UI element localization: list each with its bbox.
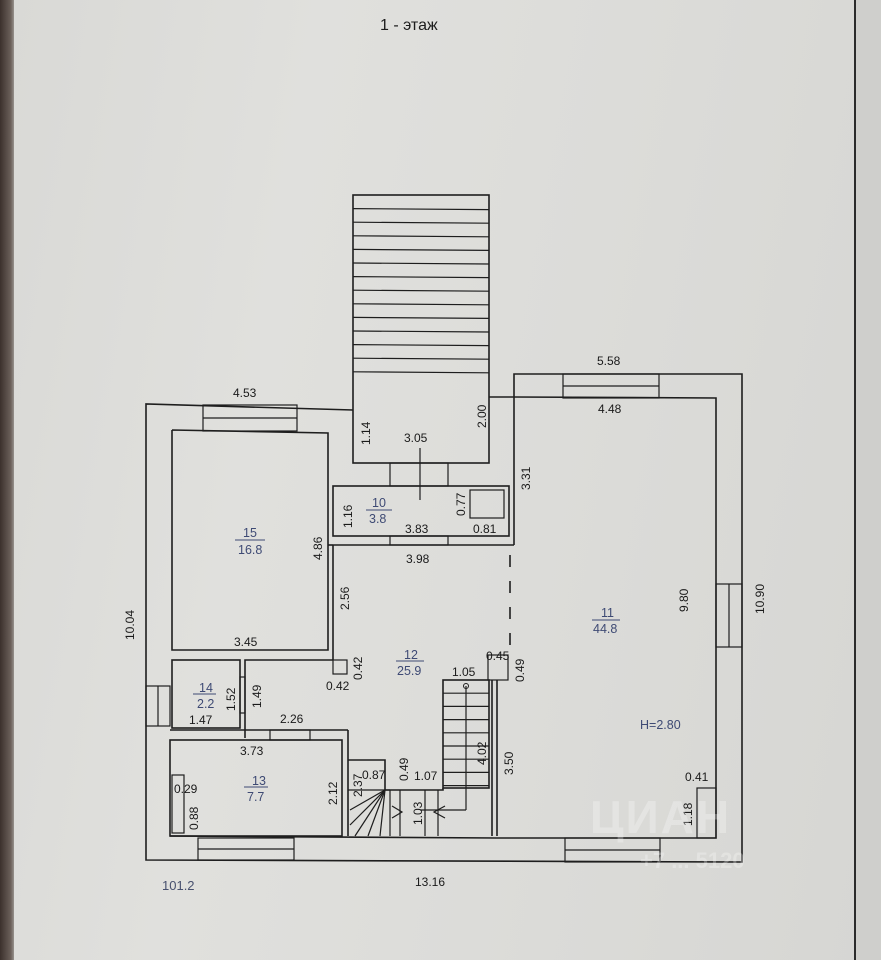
dim-label: 13.16 [415, 875, 445, 889]
svg-text:25.9: 25.9 [397, 664, 421, 678]
dim-label: 1.03 [411, 801, 425, 825]
dim-label: 0.87 [362, 768, 386, 782]
total-area: 101.2 [162, 878, 195, 893]
dim-label: 9.80 [677, 588, 691, 612]
dim-label: 1.16 [341, 504, 355, 528]
watermark-logo: ЦИАН [590, 791, 732, 843]
dim-label: 1.05 [452, 665, 476, 679]
porch-stairs [352, 194, 490, 464]
dim-label: 1.47 [189, 713, 213, 727]
dim-label: 3.73 [240, 744, 264, 758]
dim-label: 10.04 [123, 610, 137, 640]
porch-step-line [352, 371, 490, 374]
dim-label: 3.50 [502, 751, 516, 775]
dim-label: 0.49 [397, 757, 411, 781]
dim-label: 3.83 [405, 522, 429, 536]
dim-label: 0.42 [351, 656, 365, 680]
room-10-walls [328, 397, 515, 660]
dim-label: 2.12 [326, 781, 340, 805]
svg-text:12: 12 [404, 648, 418, 662]
dim-label: 0.45 [486, 649, 510, 663]
svg-text:14: 14 [199, 681, 213, 695]
porch-step-line [352, 208, 490, 211]
dim-label: 4.86 [311, 536, 325, 560]
room-14-label: 142.2 [193, 681, 216, 711]
dim-label: 1.52 [224, 687, 238, 711]
dim-label: 3.05 [404, 431, 428, 445]
dim-label: 0.88 [187, 806, 201, 830]
porch-step-line [352, 344, 490, 347]
dim-label: 5.58 [597, 354, 621, 368]
dim-label: 0.81 [473, 522, 497, 536]
dim-label: 1.14 [359, 421, 373, 445]
dim-label: 0.29 [174, 782, 198, 796]
paper-edge [854, 0, 856, 960]
room-15-label: 15 16.8 [235, 526, 265, 557]
dim-label: 3.31 [519, 466, 533, 490]
porch-step-line [352, 330, 490, 333]
svg-text:7.7: 7.7 [247, 790, 264, 804]
porch-step-line [352, 316, 490, 319]
svg-text:15: 15 [243, 526, 257, 540]
dim-label: 0.49 [513, 658, 527, 682]
porch-step-line [352, 357, 490, 360]
dim-label: 2.37 [351, 773, 365, 797]
porch-step-line [352, 289, 490, 292]
interior-stair [348, 654, 717, 839]
dimension-labels: 4.53 5.58 4.48 1.14 2.00 3.05 3.31 1.16 … [123, 354, 767, 889]
svg-text:44.8: 44.8 [593, 622, 617, 636]
dim-label: 1.49 [250, 684, 264, 708]
dim-label: 2.56 [338, 586, 352, 610]
svg-text:11: 11 [601, 606, 614, 620]
room-10-label: 103.8 [366, 496, 392, 526]
page-shadow [0, 0, 18, 960]
dim-label: 10.90 [753, 584, 767, 614]
room-13-label: 137.7 [244, 774, 268, 804]
svg-text:16.8: 16.8 [238, 543, 262, 557]
ceiling-height: H=2.80 [640, 718, 681, 732]
porch-step-line [352, 235, 490, 238]
dim-label: 3.45 [234, 635, 258, 649]
svg-text:10: 10 [372, 496, 386, 510]
dim-label: 3.98 [406, 552, 430, 566]
watermark-phone: +7 ... 5120 [640, 848, 745, 873]
dim-label: 4.53 [233, 386, 257, 400]
outer-walls [145, 373, 743, 863]
floor-title: 1 - этаж [380, 17, 438, 34]
svg-text:13: 13 [252, 774, 266, 788]
dim-label: 0.41 [685, 770, 709, 784]
dim-label: 1.18 [681, 802, 695, 826]
paper-edge-strip [856, 0, 881, 960]
dim-label: 2.26 [280, 712, 304, 726]
dim-label: 1.07 [414, 769, 438, 783]
room-12-label: 12 25.9 [396, 648, 424, 678]
dim-label: 0.42 [326, 679, 350, 693]
porch-step-line [352, 262, 490, 265]
dim-label: 2.00 [475, 404, 489, 428]
svg-text:2.2: 2.2 [197, 697, 214, 711]
porch-step-line [352, 303, 490, 306]
porch-step-line [352, 248, 490, 251]
svg-text:3.8: 3.8 [369, 512, 386, 526]
room-11-label: 11 44.8 [592, 606, 620, 636]
porch-step-line [352, 221, 490, 224]
dim-label: 4.02 [475, 741, 489, 765]
porch-step-line [352, 276, 490, 279]
dim-label: 4.48 [598, 402, 622, 416]
dim-label: 0.77 [454, 492, 468, 516]
rooms-13-14-walls [169, 659, 349, 837]
